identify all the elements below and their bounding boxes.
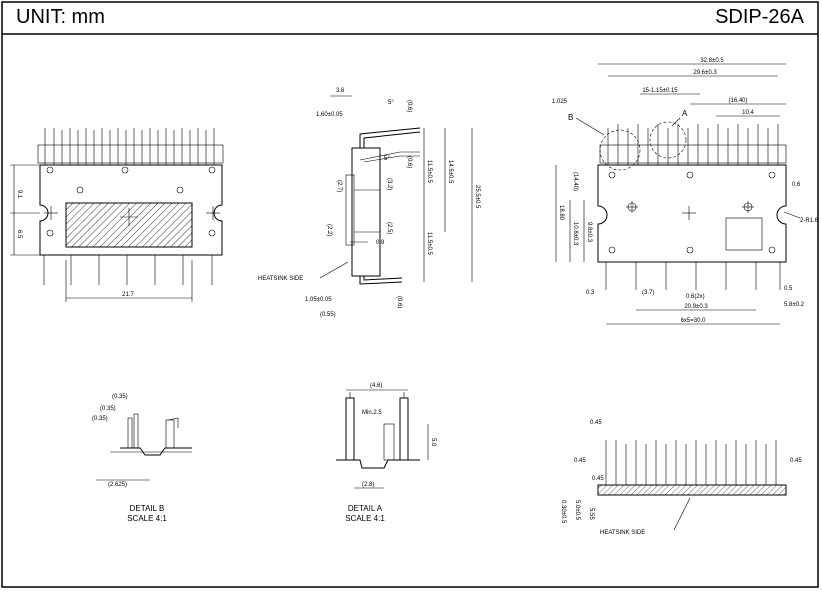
side-dim-5: (0.6): [406, 156, 412, 168]
detail-b-dim-1: (0.35): [100, 406, 116, 412]
top-dim-12: 0.6: [792, 182, 801, 188]
detail-b-dim-2: (0.35): [92, 416, 108, 422]
detail-a: (4.6) Min.2.5 5.0 (2.8) DETAIL A SCALE 4…: [336, 383, 436, 523]
side-dim-13: 25.5±0.5: [474, 185, 480, 209]
side-dim-0: 3.6: [336, 88, 345, 94]
side-dim-16: (0.55): [320, 312, 336, 318]
side-dim-6: (2.7): [336, 180, 342, 192]
top-dim-13: 2-R1.6: [800, 218, 819, 224]
top-dim-5: 10.4: [742, 110, 754, 116]
top-view: 32.8±0.5 29.6±0.3 15-1.15±0.15 1.025 (16…: [552, 58, 819, 325]
side-dim-10: 11.5±0.5: [426, 160, 432, 184]
detail-b: (0.35) (0.35) (0.35) (2.625) DETAIL B SC…: [92, 394, 192, 523]
side-dim-9: (2.5): [386, 222, 392, 234]
bottom-dim-2: 0.45: [592, 476, 604, 482]
top-dim-0: 32.8±0.5: [700, 58, 724, 64]
front-view: 21.7 9.1 6.5: [10, 128, 224, 302]
bottom-dim-0: 0.45: [590, 420, 602, 426]
side-dim-3: 5°: [388, 100, 394, 106]
bottom-dim-4: 5.55: [588, 508, 594, 520]
top-dim-16: 0.6(2x): [686, 294, 705, 300]
side-view: 3.6 (0.6) 1.60±0.05 5° 5° (0.6) (2.7) (3…: [258, 88, 480, 318]
top-dim-11: 9.8±0.3: [586, 222, 592, 243]
side-dim-2: 1.60±0.05: [316, 112, 343, 118]
top-dim-14: 0.3: [586, 290, 595, 296]
side-dim-1: (0.6): [406, 100, 412, 112]
side-dim-15: 1.05±0.05: [305, 297, 332, 303]
detail-a-dim-1: Min.2.5: [362, 410, 382, 416]
top-label-b: B: [568, 113, 573, 122]
side-dim-11: 14.5±0.5: [447, 160, 453, 184]
detail-a-title: DETAIL A: [348, 504, 383, 513]
front-dim-height-a: 9.1: [16, 190, 22, 199]
detail-a-dim-0: (4.6): [370, 383, 382, 389]
top-dim-19: 20.9±0.3: [684, 304, 708, 310]
side-dim-12: 11.5±0.5: [426, 232, 432, 256]
package-name: SDIP-26A: [715, 6, 804, 28]
top-dim-17: 0.5: [784, 286, 793, 292]
side-heatsink-label: HEATSINK SIDE: [258, 276, 303, 282]
bottom-dim-6: 0.30±0.5: [560, 500, 566, 524]
bottom-dim-1: 0.45: [574, 458, 586, 464]
top-dim-3: 1.025: [552, 99, 568, 105]
side-dim-7: (3.2): [386, 178, 392, 190]
side-dim-17: (0.6): [396, 296, 402, 308]
top-dim-2: 15-1.15±0.15: [642, 88, 678, 94]
detail-b-scale: SCALE 4:1: [127, 514, 167, 523]
detail-a-dim-2: 5.0: [430, 438, 436, 447]
top-dim-9: 18.80: [558, 205, 564, 221]
top-dim-15: (3.7): [642, 290, 654, 296]
top-dim-20: 6x5=30.0: [681, 318, 707, 324]
front-dim-height-b: 6.5: [16, 230, 22, 239]
bottom-heatsink-label: HEATSINK SIDE: [600, 530, 645, 536]
detail-b-dim-0: (0.35): [112, 394, 128, 400]
bottom-dim-3: 0.45: [790, 458, 802, 464]
bottom-view: 0.45 0.45 0.45 0.45 5.55 5.0±0.5 0.30±0.…: [560, 420, 802, 536]
side-dim-4: 5°: [384, 156, 390, 162]
top-dim-8: (14.40): [572, 172, 578, 191]
detail-b-dim-3: (2.625): [108, 482, 127, 488]
top-dim-1: 29.6±0.3: [693, 70, 717, 76]
title-bar: UNIT: mm SDIP-26A: [2, 2, 818, 34]
detail-b-title: DETAIL B: [130, 504, 165, 513]
unit-label: UNIT: mm: [16, 6, 105, 28]
top-dim-4: (16.40): [728, 98, 747, 104]
bottom-dim-5: 5.0±0.5: [574, 500, 580, 521]
detail-a-dim-3: (2.8): [362, 482, 374, 488]
front-dim-width: 21.7: [122, 292, 134, 298]
top-dim-10: 10.8±0.3: [572, 222, 578, 246]
top-dim-18: 5.8±0.2: [784, 302, 805, 308]
side-dim-8: (2.2): [326, 224, 332, 236]
side-dim-14: 0.8: [376, 240, 385, 246]
top-label-a: A: [682, 109, 688, 118]
detail-a-scale: SCALE 4:1: [345, 514, 385, 523]
